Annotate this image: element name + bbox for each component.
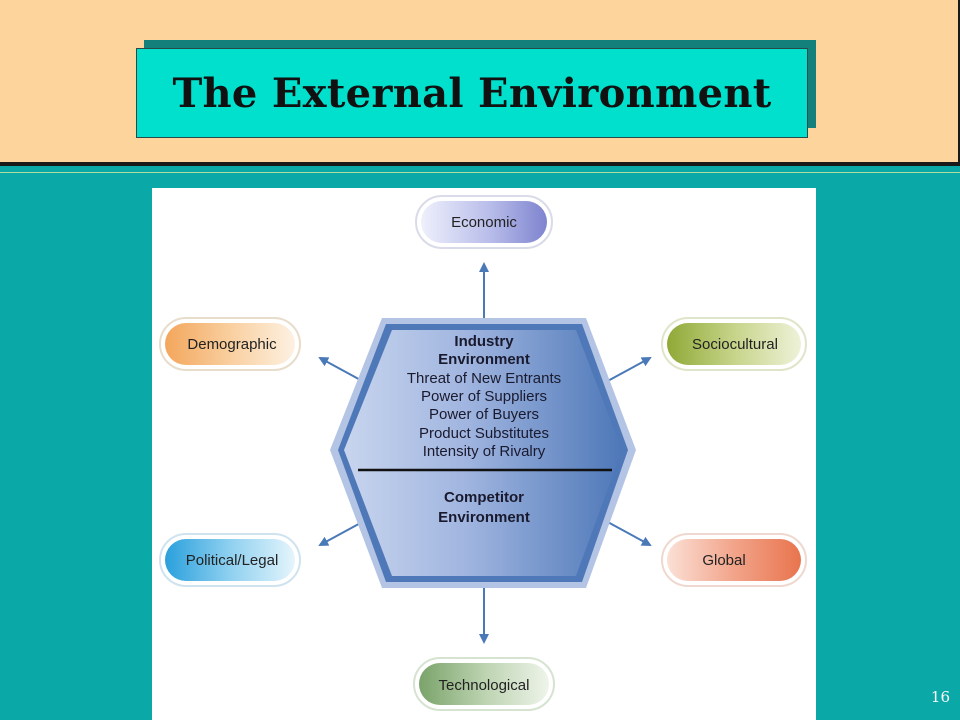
segment-label: Technological [439, 677, 530, 694]
competitor-title-2: Environment [438, 509, 530, 526]
segment-label: Global [702, 552, 745, 569]
force-item: Product Substitutes [419, 425, 549, 442]
arrow-to-global [603, 519, 652, 546]
diagram-svg: Industry Environment Threat of New Entra… [159, 195, 807, 711]
segment-pill-sociocultural: Sociocultural [661, 317, 807, 371]
slide-title: The External Environment [172, 69, 772, 117]
industry-title-2: Environment [438, 351, 530, 368]
segment-pill-global: Global [661, 533, 807, 587]
segment-pill-political-legal: Political/Legal [159, 533, 301, 587]
force-item: Power of Buyers [429, 406, 539, 423]
segment-pill-economic: Economic [415, 195, 553, 249]
page-number: 16 [930, 688, 950, 706]
segment-label: Sociocultural [692, 336, 778, 353]
external-environment-figure: Industry Environment Threat of New Entra… [152, 188, 816, 720]
force-item: Threat of New Entrants [407, 370, 561, 387]
segment-label: Political/Legal [186, 552, 279, 569]
divider-line [0, 172, 960, 173]
industry-title-1: Industry [454, 333, 514, 350]
force-item: Intensity of Rivalry [423, 443, 546, 460]
segment-label: Economic [451, 214, 517, 231]
competitor-title-1: Competitor [444, 489, 524, 506]
central-hexagon: Industry Environment Threat of New Entra… [330, 318, 636, 588]
arrow-to-sociocultural [603, 357, 652, 384]
segment-pill-demographic: Demographic [159, 317, 301, 371]
title-box: The External Environment [136, 48, 808, 138]
segment-label: Demographic [187, 336, 277, 353]
force-item: Power of Suppliers [421, 388, 547, 405]
segment-pill-technological: Technological [413, 657, 555, 711]
